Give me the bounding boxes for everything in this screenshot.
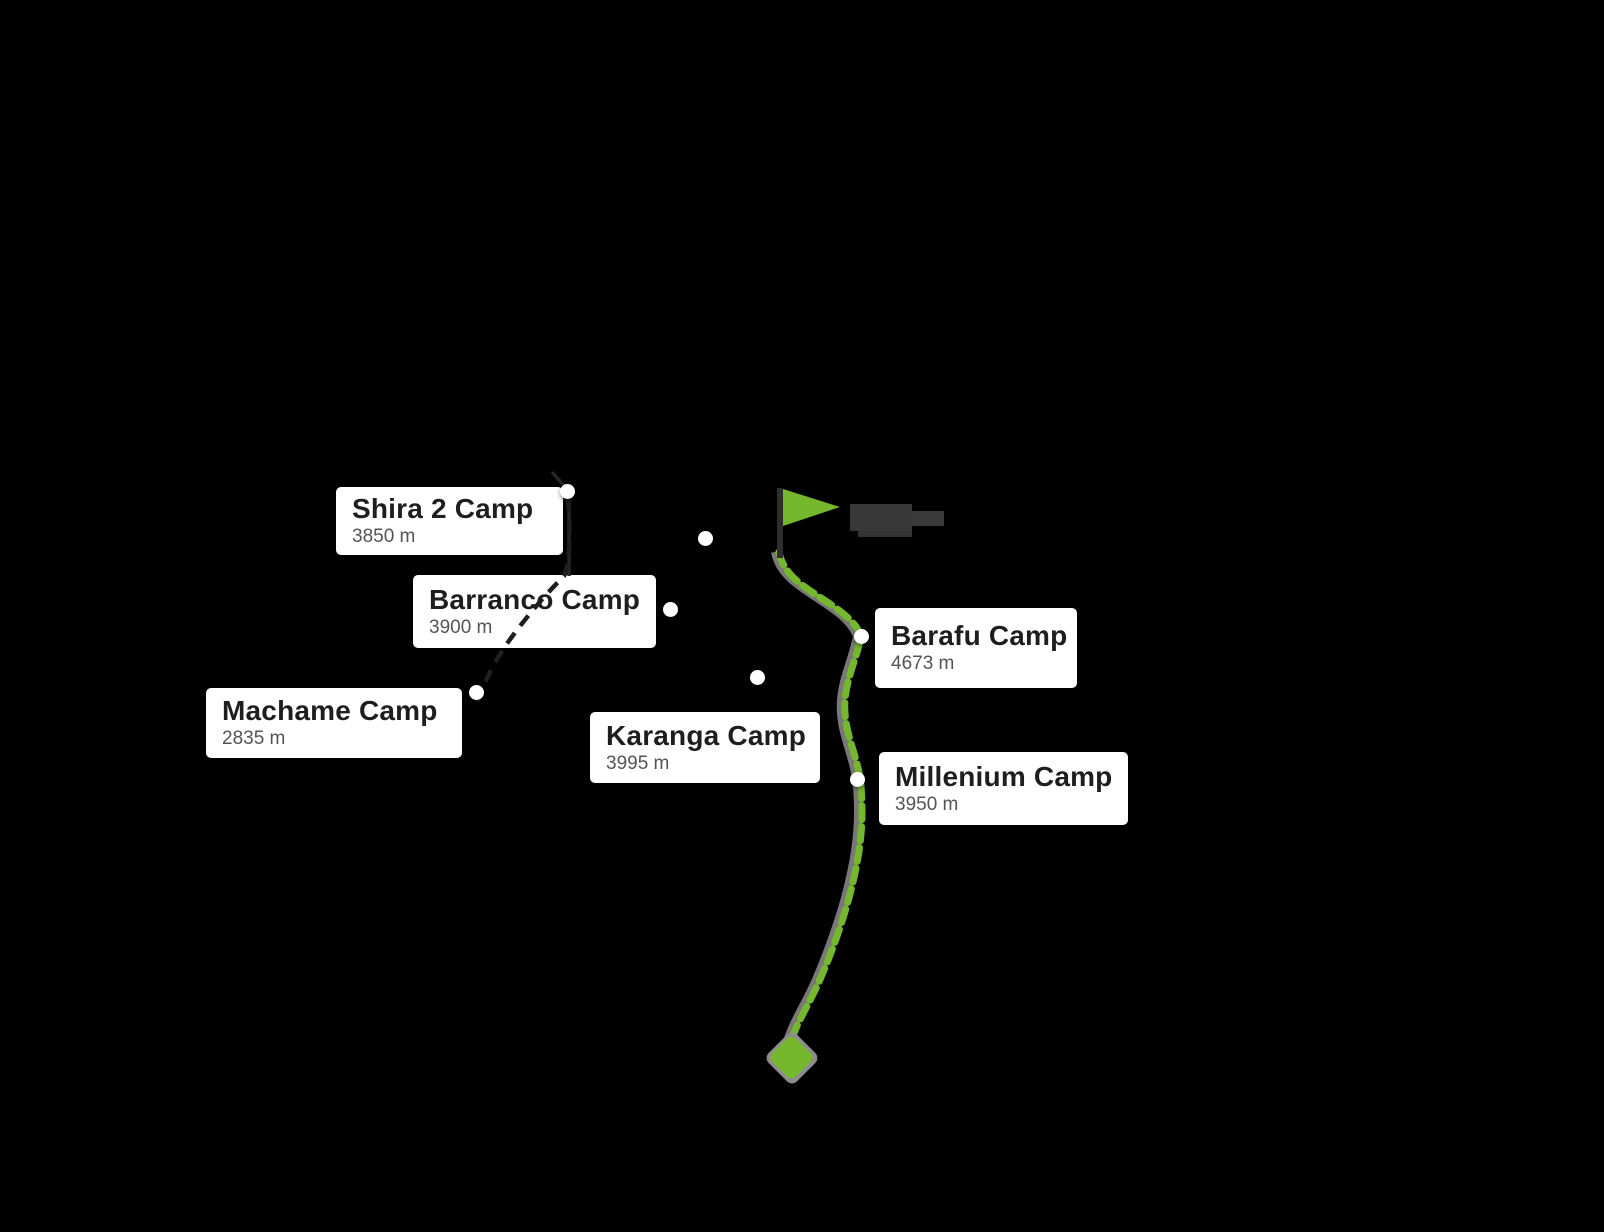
camp-dot-machame[interactable] xyxy=(469,685,484,700)
summit-route-path xyxy=(775,548,866,1046)
summit-flag-pole xyxy=(777,488,783,558)
camp-dot-shira-2[interactable] xyxy=(560,484,575,499)
camp-name: Machame Camp xyxy=(222,695,438,726)
trail-casing-path xyxy=(771,550,863,1044)
waypoint-dot[interactable] xyxy=(698,531,713,546)
camp-name: Millenium Camp xyxy=(895,760,1113,792)
camp-elevation: 3995 m xyxy=(606,752,670,774)
camp-elevation: 3950 m xyxy=(895,793,959,815)
camp-elevation: 2835 m xyxy=(222,728,286,750)
camp-card-shira-2: Shira 2 Camp 3850 m xyxy=(336,487,563,555)
camp-dot-millenium[interactable] xyxy=(850,772,865,787)
camp-card-millenium: Millenium Camp 3950 m xyxy=(879,752,1128,825)
camp-name: Shira 2 Camp xyxy=(352,493,534,524)
camp-name: Barafu Camp xyxy=(891,620,1068,651)
summit-label-obscured xyxy=(858,531,912,537)
camp-dot-barafu[interactable] xyxy=(854,629,869,644)
camp-elevation: 3900 m xyxy=(429,616,493,638)
camp-name: Karanga Camp xyxy=(606,719,807,751)
camp-elevation: 3850 m xyxy=(352,526,416,548)
summit-flag-icon xyxy=(783,489,840,526)
camp-card-machame: Machame Camp 2835 m xyxy=(206,688,462,758)
camp-name: Barranco Camp xyxy=(429,583,641,615)
summit-label-obscured xyxy=(912,511,944,526)
gate-diamond-marker[interactable] xyxy=(768,1034,815,1081)
camp-elevation: 4673 m xyxy=(891,653,955,675)
camp-card-barranco: Barranco Camp 3900 m xyxy=(413,575,656,648)
summit-label-obscured xyxy=(850,504,912,531)
camp-card-karanga: Karanga Camp 3995 m xyxy=(590,712,820,783)
camp-card-barafu: Barafu Camp 4673 m xyxy=(875,608,1077,688)
camp-dot-karanga[interactable] xyxy=(750,670,765,685)
camp-dot-barranco[interactable] xyxy=(663,602,678,617)
